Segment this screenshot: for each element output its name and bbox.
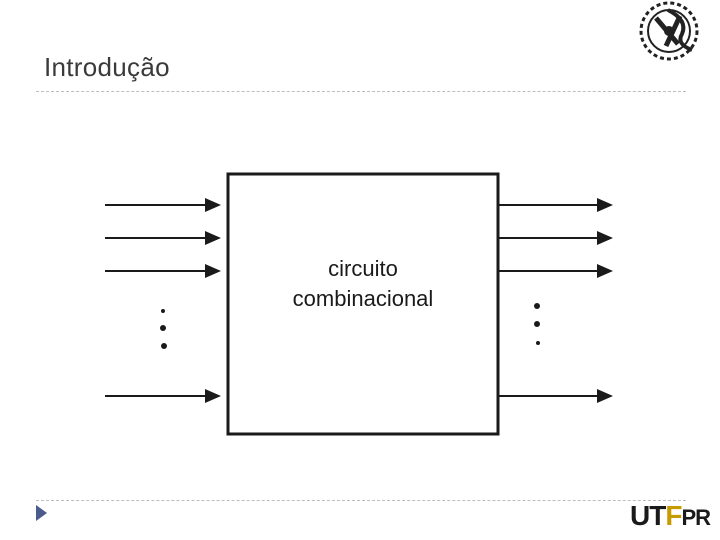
input-arrowhead — [205, 389, 221, 403]
slide-title: Introdução — [44, 52, 170, 82]
output-arrows — [498, 198, 613, 403]
input-arrowhead — [205, 231, 221, 245]
logo-text-accent: F — [665, 500, 682, 531]
output-arrowhead — [597, 264, 613, 278]
output-arrowhead — [597, 198, 613, 212]
utfpr-logo: UTFPR — [630, 500, 711, 532]
logo-text-prefix: UT — [630, 500, 666, 531]
input-arrowhead — [205, 264, 221, 278]
combinational-circuit-block — [226, 172, 500, 436]
output-arrowhead — [597, 231, 613, 245]
output-ellipsis — [534, 303, 540, 345]
input-ellipsis — [160, 309, 167, 349]
gear-seal-icon — [639, 1, 699, 61]
block-label-line2: combinacional — [292, 286, 434, 311]
input-arrowhead — [205, 198, 221, 212]
logo-text-suffix: PR — [681, 505, 711, 530]
output-arrowhead — [597, 389, 613, 403]
block-label-line1: circuito — [328, 256, 398, 281]
bottom-divider — [36, 500, 686, 501]
input-arrows — [105, 198, 221, 403]
top-divider — [36, 91, 686, 92]
next-slide-arrow-icon[interactable] — [36, 505, 47, 521]
